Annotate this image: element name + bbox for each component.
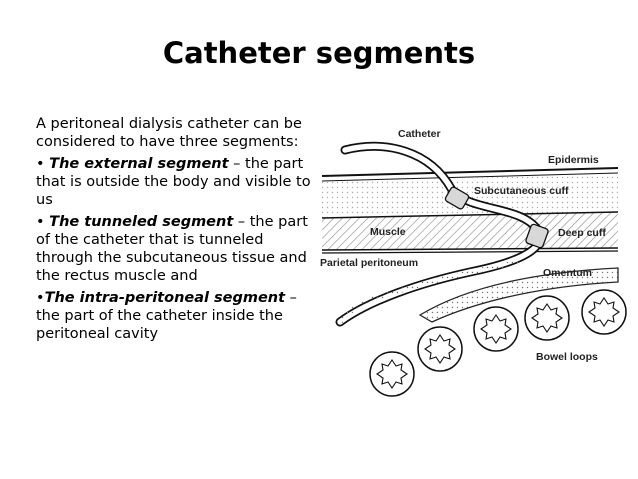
segment-name: The intra-peritoneal segment: [44, 290, 286, 306]
bullet: •: [36, 156, 45, 172]
bowel-loop-lumens: [376, 297, 620, 389]
label-deep-cuff: Deep cuff: [558, 227, 606, 239]
bullet: •: [36, 214, 45, 230]
epidermis-layer: [321, 167, 619, 182]
segment-name: The tunneled segment: [49, 214, 234, 230]
bullet: •: [36, 290, 45, 306]
segment-name: The external segment: [49, 156, 229, 172]
intro-paragraph: A peritoneal dialysis catheter can be co…: [36, 116, 302, 150]
subcutaneous-layer: [322, 174, 618, 218]
segment-description: – the part that is outside the body and …: [36, 156, 311, 208]
omentum-shape: [418, 267, 619, 323]
segment-tunneled: • The tunneled segment – the part of the…: [36, 213, 314, 285]
label-omentum: Omentum: [543, 267, 592, 279]
subcutaneous-cuff: [444, 186, 470, 210]
segment-description: – the part of the catheter inside the pe…: [36, 290, 297, 342]
segment-intraperitoneal: •The intra-peritoneal segment – the part…: [36, 289, 314, 343]
label-catheter: Catheter: [398, 128, 441, 140]
segment-external: • The external segment – the part that i…: [36, 155, 314, 209]
bowel-loops: [369, 289, 627, 397]
body-text: A peritoneal dialysis catheter can be co…: [36, 115, 314, 347]
label-bowel-loops: Bowel loops: [536, 351, 598, 363]
slide-title: Catheter segments: [162, 36, 476, 70]
label-muscle: Muscle: [370, 226, 406, 238]
label-epidermis: Epidermis: [548, 154, 599, 166]
segment-description: – the part of the catheter that is tunne…: [36, 214, 308, 284]
label-parietal-peritoneum: Parietal peritoneum: [320, 257, 418, 269]
parietal-peritoneum-line: [321, 250, 619, 254]
label-subcutaneous-cuff: Subcutaneous cuff: [474, 185, 569, 197]
deep-cuff: [525, 223, 549, 249]
